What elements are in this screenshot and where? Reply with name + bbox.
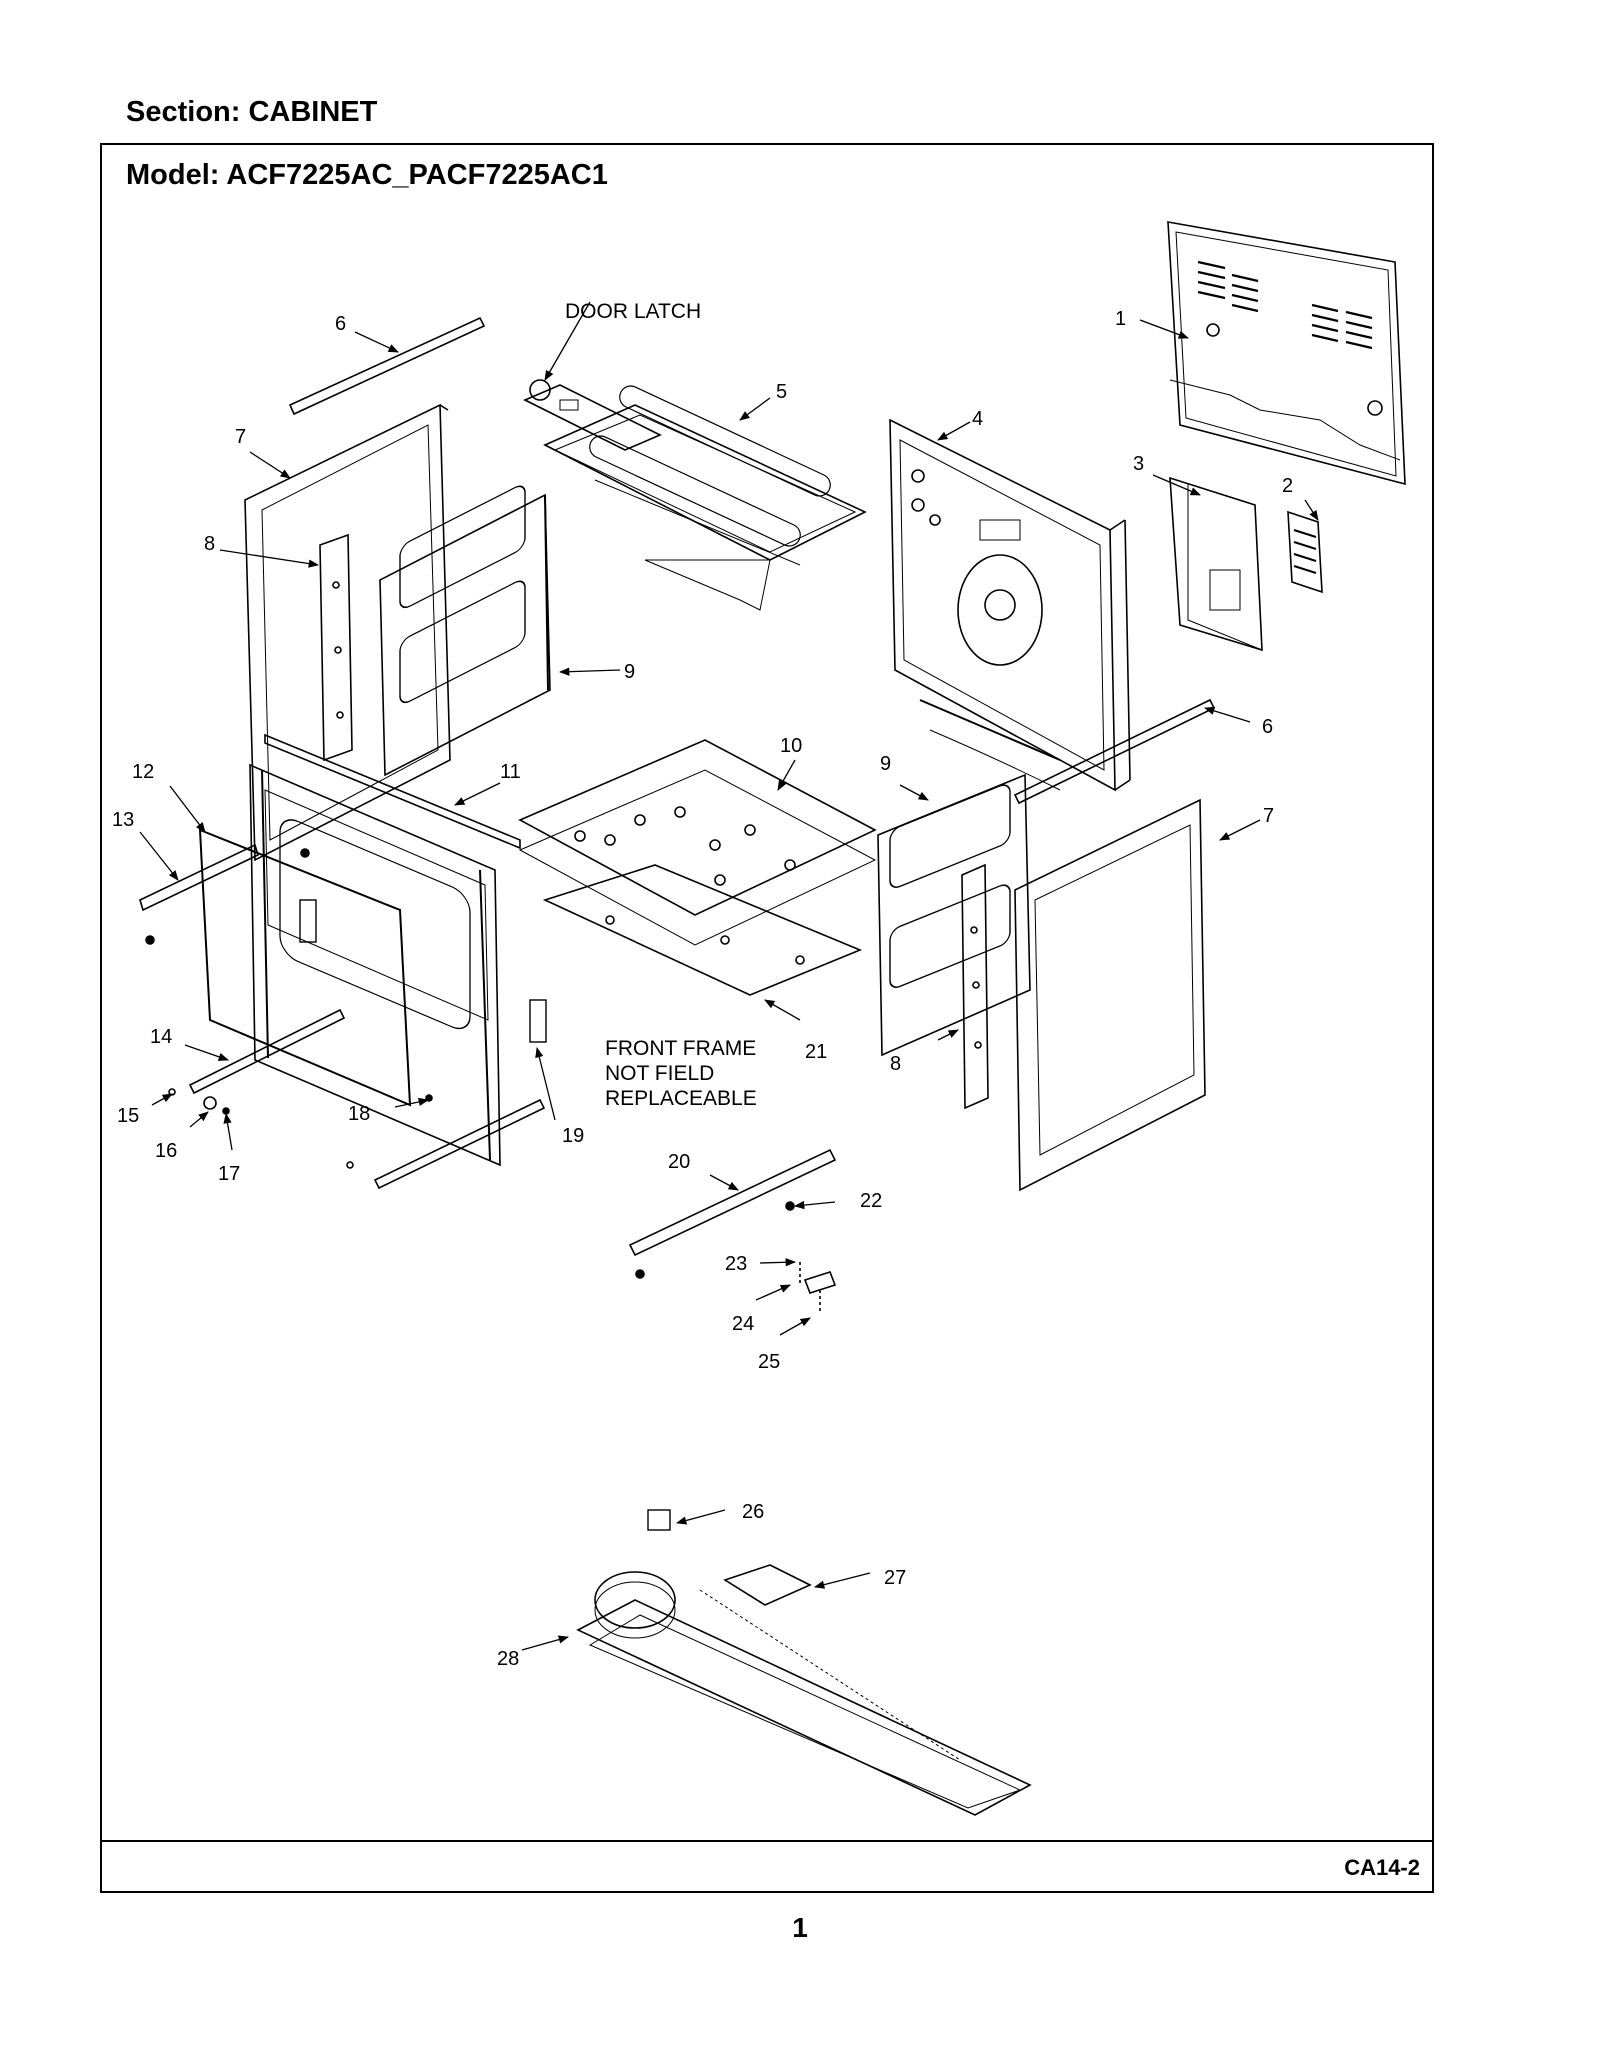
callout-10: 10: [780, 735, 802, 757]
part-hinge: [299, 899, 547, 1043]
callout-20: 20: [668, 1151, 690, 1173]
callout-8b: 8: [890, 1053, 901, 1075]
callout-6a: 6: [335, 313, 346, 335]
part-front-frame: [249, 763, 501, 1167]
part-left-rail: [139, 843, 259, 912]
part-small-bracket: [799, 1262, 837, 1312]
callout-9a: 9: [624, 661, 635, 683]
diagram-frame: Model: ACF7225AC_PACF7225AC1 CA14-2: [100, 143, 1434, 1893]
model-title: Model: ACF7225AC_PACF7225AC1: [126, 159, 608, 191]
part-vent-grille: [1287, 510, 1323, 594]
part-oven-bottom: [518, 739, 877, 946]
callout-9b: 9: [880, 753, 891, 775]
part-duct-box: [1169, 476, 1263, 652]
callout-27: 27: [884, 1567, 906, 1589]
callout-7a: 7: [235, 426, 246, 448]
part-switch: [647, 1509, 671, 1531]
part-top-panel: [543, 385, 867, 611]
callout-16: 16: [155, 1140, 177, 1162]
part-right-insulation: [877, 773, 1031, 1057]
callout-26: 26: [742, 1501, 764, 1523]
page-number: 1: [792, 1912, 808, 1943]
callout-13: 13: [112, 809, 134, 831]
callout-12: 12: [132, 761, 154, 783]
callout-2: 2: [1282, 475, 1293, 497]
reference-code: CA14-2: [1344, 1855, 1420, 1880]
part-left-side-panel: [244, 403, 451, 862]
section-title: Section: CABINET: [126, 96, 378, 128]
part-lower-rail: [188, 1008, 346, 1095]
part-front-strip: [264, 733, 521, 850]
leader-lines: [139, 301, 1319, 1651]
label-front-frame-2: NOT FIELD: [605, 1062, 714, 1085]
callout-8a: 8: [204, 533, 215, 555]
callout-23: 23: [725, 1253, 747, 1275]
callout-15: 15: [117, 1105, 139, 1127]
callout-3: 3: [1133, 453, 1144, 475]
callout-1: 1: [1115, 308, 1126, 330]
label-door-latch: DOOR LATCH: [565, 300, 701, 323]
label-front-frame-1: FRONT FRAME: [605, 1037, 756, 1060]
part-left-insulation: [379, 485, 551, 777]
part-right-side-panel: [1014, 798, 1206, 1192]
callout-7b: 7: [1263, 805, 1274, 827]
part-rear-inner-wall: [889, 418, 1131, 792]
part-door-latch: [523, 379, 662, 451]
callout-22: 22: [860, 1190, 882, 1212]
callout-5: 5: [776, 381, 787, 403]
callout-24: 24: [732, 1313, 754, 1335]
part-rear-panel: [1167, 221, 1406, 486]
part-lower-bottom: [542, 864, 863, 996]
part-top-rail-left: [288, 316, 486, 416]
part-front-rail-lower: [628, 1148, 837, 1257]
callout-11: 11: [500, 761, 521, 783]
part-right-channel: [961, 863, 989, 1110]
callout-14: 14: [150, 1026, 172, 1048]
diagram-labels: DOOR LATCH FRONT FRAME NOT FIELD REPLACE…: [565, 300, 757, 1110]
callout-6b: 6: [1262, 716, 1273, 738]
part-latch-assembly: [576, 1564, 1032, 1816]
part-left-channel: [319, 533, 353, 762]
label-front-frame-3: REPLACEABLE: [605, 1087, 757, 1110]
callout-17: 17: [218, 1163, 240, 1185]
callout-28: 28: [497, 1648, 519, 1670]
callout-4: 4: [972, 408, 983, 430]
callout-19: 19: [562, 1125, 584, 1147]
footer-divider: [102, 1840, 1432, 1842]
part-bottom-rail: [373, 1098, 546, 1190]
callout-21: 21: [805, 1041, 827, 1063]
part-rod-frame: [198, 828, 412, 1107]
callout-25: 25: [758, 1351, 780, 1373]
callout-numbers: 1 2 3 4 5 6 6 7 7 8 8 9 9 10 11 12 13 14…: [112, 308, 1293, 1670]
callout-18: 18: [348, 1103, 370, 1125]
